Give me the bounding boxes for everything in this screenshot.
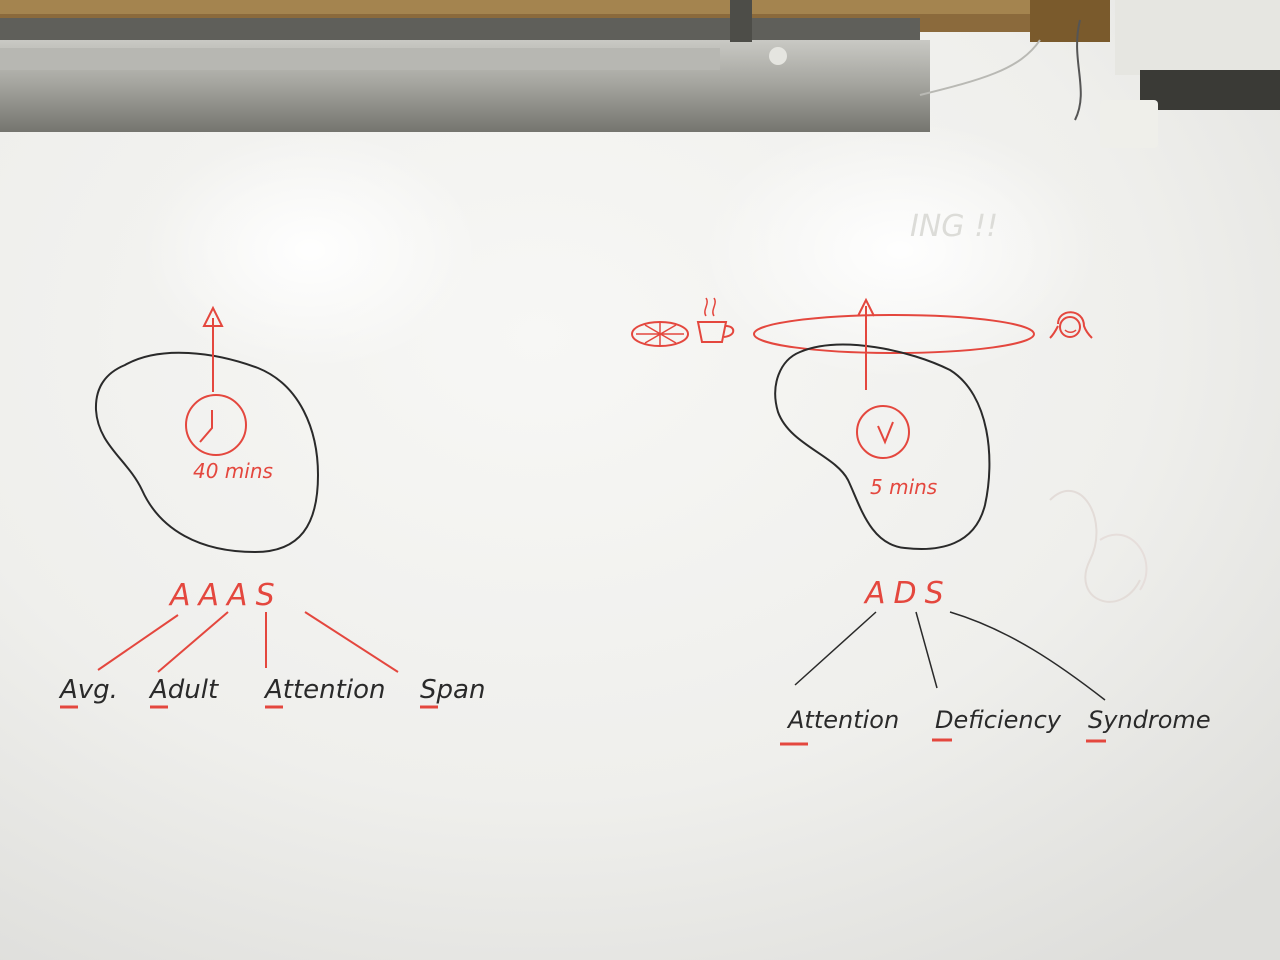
word-adult: Adult [148, 675, 219, 705]
coffee-handle [723, 325, 735, 338]
pizza-slices [636, 322, 684, 346]
ghost-scribble [1049, 489, 1141, 603]
face-smile [1064, 329, 1077, 333]
frame-molding [1030, 0, 1110, 42]
clock-icon-right [856, 405, 910, 459]
word-attention-ads: Attention [786, 706, 899, 734]
arrow-head-left [202, 305, 224, 327]
connector-line [949, 611, 1106, 701]
face-icon [1059, 316, 1081, 338]
word-span: Span [420, 675, 485, 705]
clock-caption-left: 40 mins [193, 459, 273, 483]
light-fixture-bar [0, 48, 720, 70]
acronym-left: AAAS [168, 578, 283, 613]
wall-socket [1100, 100, 1158, 148]
word-syndrome: Syndrome [1088, 706, 1211, 734]
connector-line [157, 611, 229, 673]
ghost-scribble [1099, 533, 1148, 591]
connector-line [97, 614, 179, 671]
light-glare [140, 130, 480, 370]
cable [919, 39, 1041, 96]
clock-hands-left [199, 410, 213, 443]
cable [1074, 19, 1082, 121]
projector-device [1115, 0, 1280, 75]
ghost-writing: ING !! [910, 209, 998, 244]
projector-screen-roll [1140, 70, 1280, 110]
connector-line [304, 611, 399, 673]
clock-caption-right: 5 mins [870, 475, 937, 499]
arrow-head-right [857, 297, 875, 317]
connector-line [915, 611, 938, 689]
coffee-cup-icon [696, 321, 728, 343]
distraction-orbit [753, 314, 1035, 354]
head-outline-right [774, 343, 991, 550]
connector-line [794, 611, 877, 686]
word-deficiency: Deficiency [935, 706, 1062, 734]
light-fixture-top [0, 18, 920, 42]
light-glare [700, 120, 1100, 380]
coffee-steam [704, 297, 716, 317]
wooden-frame-pattern [0, 0, 1110, 14]
clock-icon-left [185, 394, 247, 456]
word-avg: Avg. [58, 675, 118, 705]
clock-hands-right [877, 421, 894, 445]
fixture-clip [730, 0, 752, 42]
fixture-screw [769, 47, 787, 65]
face-hair [1049, 311, 1093, 339]
head-outline-left [94, 351, 320, 554]
word-attention: Attention [263, 675, 385, 705]
acronym-right: ADS [863, 576, 952, 611]
